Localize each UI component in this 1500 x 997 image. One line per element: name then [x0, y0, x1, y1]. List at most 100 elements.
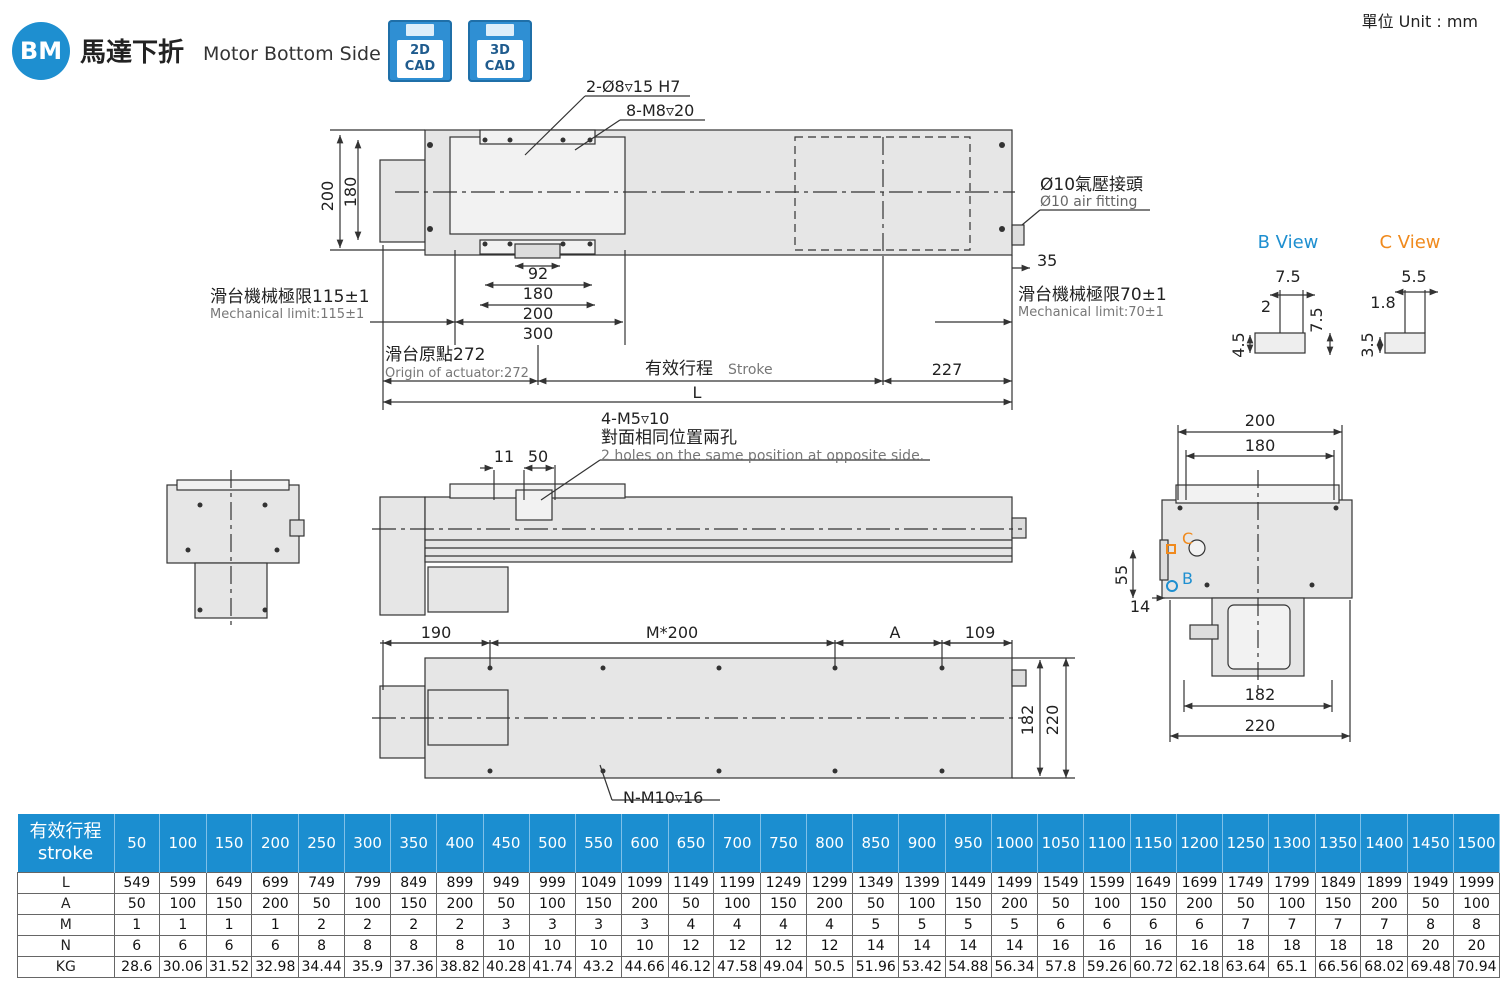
- table-cell: 150: [760, 893, 807, 915]
- label-stroke-en: Stroke: [728, 362, 773, 378]
- table-cell: 50: [667, 893, 715, 915]
- table-cell: 46.12: [667, 956, 715, 978]
- bview-dim-2: 2: [1261, 297, 1271, 316]
- cad-3d-line1: 3D: [490, 43, 510, 58]
- label-b-view: B View: [1258, 232, 1319, 253]
- table-cell: 100: [713, 893, 762, 915]
- stroke-header-850: 850: [852, 814, 900, 873]
- right-end-view: [1129, 425, 1353, 742]
- stroke-header-1450: 1450: [1407, 814, 1454, 873]
- stroke-header-cell: 有效行程 stroke: [17, 814, 115, 873]
- table-cell: 1699: [1175, 872, 1224, 894]
- table-cell: 35.9: [343, 956, 392, 978]
- table-cell: 12: [667, 935, 715, 957]
- row-label: A: [17, 893, 115, 915]
- table-cell: 65.1: [1268, 956, 1316, 978]
- dim-92: 92: [528, 264, 548, 283]
- table-cell: 54.88: [944, 956, 992, 978]
- stroke-header-100: 100: [159, 814, 207, 873]
- stroke-header-950: 950: [945, 814, 992, 873]
- table-cell: 63.64: [1222, 956, 1270, 978]
- table-cell: 66.56: [1314, 956, 1362, 978]
- side-view: [372, 459, 1027, 616]
- model-badge: BM: [12, 22, 70, 80]
- table-cell: 2: [298, 914, 345, 936]
- end-dim-180: 180: [1245, 436, 1276, 455]
- table-cell: 4: [760, 914, 807, 936]
- label-m5-cn: 對面相同位置兩孔: [601, 428, 737, 448]
- table-cell: 1899: [1360, 872, 1409, 894]
- table-cell: 1549: [1037, 872, 1085, 894]
- stroke-header-1300: 1300: [1268, 814, 1316, 873]
- table-cell: 1449: [944, 872, 992, 894]
- table-cell: 1: [251, 914, 300, 936]
- table-cell: 31.52: [205, 956, 253, 978]
- dim-11: 11: [494, 447, 514, 466]
- page-title: 馬達下折: [80, 38, 185, 68]
- table-cell: 1849: [1314, 872, 1362, 894]
- table-cell: 18: [1360, 935, 1409, 957]
- table-cell: 16: [1129, 935, 1177, 957]
- table-cell: 10: [482, 935, 530, 957]
- stroke-header-650: 650: [668, 814, 715, 873]
- table-cell: 6: [1175, 914, 1224, 936]
- page-subtitle: Motor Bottom Side: [203, 43, 381, 65]
- table-cell: 20: [1452, 935, 1500, 957]
- end-dim-55: 55: [1112, 565, 1131, 585]
- table-cell: 1: [158, 914, 207, 936]
- cad-3d-button[interactable]: 3D CAD: [468, 20, 532, 82]
- stroke-header-700: 700: [713, 814, 762, 873]
- table-cell: 100: [158, 893, 207, 915]
- stroke-header-1100: 1100: [1083, 814, 1131, 873]
- table-cell: 100: [528, 893, 577, 915]
- table-cell: 1999: [1452, 872, 1500, 894]
- table-cell: 16: [1175, 935, 1224, 957]
- cad-2d-line1: 2D: [410, 43, 430, 58]
- table-cell: 150: [944, 893, 992, 915]
- table-cell: 6: [1083, 914, 1131, 936]
- table-cell: 1099: [620, 872, 669, 894]
- table-cell: 1399: [898, 872, 946, 894]
- end-dim-182: 182: [1245, 685, 1276, 704]
- end-dim-220: 220: [1245, 716, 1276, 735]
- table-cell: 18: [1268, 935, 1316, 957]
- stroke-header-750: 750: [760, 814, 807, 873]
- table-cell: 100: [1452, 893, 1500, 915]
- table-cell: 8: [436, 935, 484, 957]
- table-cell: 6: [205, 935, 253, 957]
- table-cell: 50.5: [805, 956, 854, 978]
- table-cell: 14: [990, 935, 1039, 957]
- side-dim-220: 220: [1043, 705, 1062, 736]
- table-cell: 8: [390, 935, 438, 957]
- table-cell: 16: [1037, 935, 1085, 957]
- table-cell: 200: [620, 893, 669, 915]
- label-n-m10: N-M10▿16: [623, 788, 703, 807]
- dim-m-200: M*200: [646, 623, 698, 642]
- cad-2d-line2: CAD: [404, 59, 436, 74]
- label-m5-en: 2 holes on the same position at opposite…: [601, 448, 924, 464]
- table-cell: 2: [343, 914, 392, 936]
- table-cell: 10: [575, 935, 622, 957]
- table-cell: 30.06: [158, 956, 207, 978]
- stroke-header-1400: 1400: [1360, 814, 1409, 873]
- table-cell: 2: [436, 914, 484, 936]
- table-cell: 28.6: [113, 956, 160, 978]
- table-cell: 1: [113, 914, 160, 936]
- table-cell: 2: [390, 914, 438, 936]
- table-cell: 100: [1083, 893, 1131, 915]
- table-cell: 41.74: [528, 956, 577, 978]
- table-cell: 20: [1407, 935, 1454, 957]
- table-cell: 899: [436, 872, 484, 894]
- table-cell: 5: [944, 914, 992, 936]
- table-cell: 799: [343, 872, 392, 894]
- label-stroke-cn: 有效行程: [645, 359, 713, 379]
- table-cell: 50: [113, 893, 160, 915]
- cad-2d-button[interactable]: 2D CAD: [388, 20, 452, 82]
- table-cell: 150: [390, 893, 438, 915]
- unit-label: 單位 Unit : mm: [1361, 12, 1478, 31]
- hole-markers: [185, 137, 1339, 774]
- table-cell: 649: [205, 872, 253, 894]
